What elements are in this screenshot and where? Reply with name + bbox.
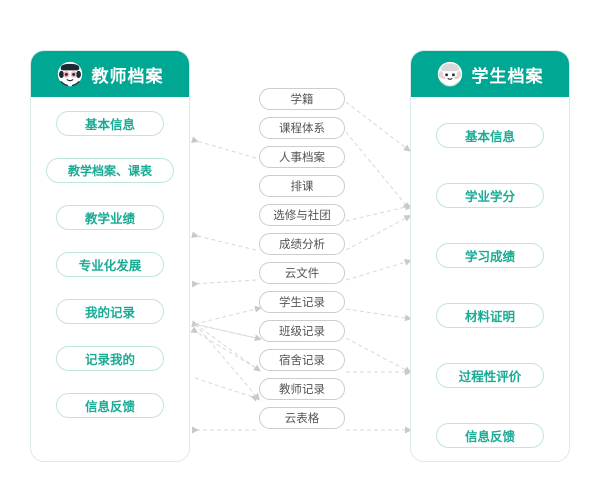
link-teacher-to-jiaoshijilu (194, 323, 260, 401)
middle-item-cloud-spreadsheet[interactable]: 云表格 (259, 407, 345, 429)
teacher-archive-panel[interactable]: 教师档案 基本信息 教学档案、课表 教学业绩 专业化发展 我的记录 记录我的 信… (30, 50, 190, 462)
link-yunwenjian-to-teacher (191, 279, 257, 288)
teacher-item-professional-development[interactable]: 专业化发展 (56, 252, 164, 277)
link-teacher-to-xueshengjilu (194, 305, 262, 325)
student-archive-panel[interactable]: 学生档案 基本信息 学业学分 学习成绩 材料证明 过程性评价 信息反馈 (410, 50, 570, 462)
student-panel-header: 学生档案 (411, 51, 569, 97)
middle-item-class-records[interactable]: 班级记录 (259, 320, 345, 342)
student-item-material-certification[interactable]: 材料证明 (436, 303, 544, 328)
teacher-panel-title: 教师档案 (91, 66, 164, 87)
teacher-item-record-mine[interactable]: 记录我的 (56, 346, 164, 371)
middle-item-personnel-archive[interactable]: 人事档案 (259, 146, 345, 168)
link-banjijilu-to-student (345, 337, 412, 373)
link-jiaoshijilu-to-teacher (194, 377, 259, 402)
middle-item-dorm-records[interactable]: 宿舍记录 (259, 349, 345, 371)
link-xueshengjilu-to-student (345, 308, 412, 322)
student-item-feedback[interactable]: 信息反馈 (436, 423, 544, 448)
middle-item-scheduling[interactable]: 排课 (259, 175, 345, 197)
teacher-panel-body: 基本信息 教学档案、课表 教学业绩 专业化发展 我的记录 记录我的 信息反馈 (31, 97, 189, 440)
student-item-process-evaluation[interactable]: 过程性评价 (436, 363, 544, 388)
teacher-item-teaching-archive-timetable[interactable]: 教学档案、课表 (46, 158, 174, 183)
link-chengji-to-teacher (191, 231, 257, 251)
teacher-item-basic-info[interactable]: 基本信息 (56, 111, 164, 136)
student-panel-body: 基本信息 学业学分 学习成绩 材料证明 过程性评价 信息反馈 (411, 97, 569, 461)
middle-item-grade-analysis[interactable]: 成绩分析 (259, 233, 345, 255)
middle-item-curriculum-system[interactable]: 课程体系 (259, 117, 345, 139)
middle-item-cloud-files[interactable]: 云文件 (259, 262, 345, 284)
middle-item-student-records[interactable]: 学生记录 (259, 291, 345, 313)
student-item-study-grades[interactable]: 学习成绩 (436, 243, 544, 268)
student-panel-title: 学生档案 (471, 66, 544, 87)
link-kecheng-to-student (345, 131, 410, 210)
middle-item-teacher-records[interactable]: 教师记录 (259, 378, 345, 400)
teacher-item-my-records[interactable]: 我的记录 (56, 299, 164, 324)
teacher-item-teaching-performance[interactable]: 教学业绩 (56, 205, 164, 230)
student-mascot-icon (437, 61, 462, 87)
middle-module-column: 学籍 课程体系 人事档案 排课 选修与社团 成绩分析 云文件 学生记录 班级记录… (258, 88, 346, 436)
middle-item-student-status[interactable]: 学籍 (259, 88, 345, 110)
middle-item-electives-and-clubs[interactable]: 选修与社团 (259, 204, 345, 226)
link-teacher-to-sushejilu (194, 323, 261, 372)
link-chengjifenxi-to-student (345, 215, 412, 251)
student-item-academic-credits[interactable]: 学业学分 (436, 183, 544, 208)
link-sushe-to-teacher (190, 326, 257, 369)
teacher-panel-header: 教师档案 (31, 51, 189, 97)
link-xuanxiu-to-student (345, 203, 412, 222)
student-item-basic-info[interactable]: 基本信息 (436, 123, 544, 148)
link-xueji-to-student (345, 101, 411, 152)
link-banji-to-teacher (191, 320, 257, 339)
teacher-item-feedback[interactable]: 信息反馈 (56, 393, 164, 418)
link-renshi-to-teacher (191, 136, 257, 159)
link-yunwenjian-to-student (345, 258, 412, 281)
panda-mascot-icon (57, 61, 82, 87)
link-teacher-to-banjijilu (194, 323, 262, 342)
